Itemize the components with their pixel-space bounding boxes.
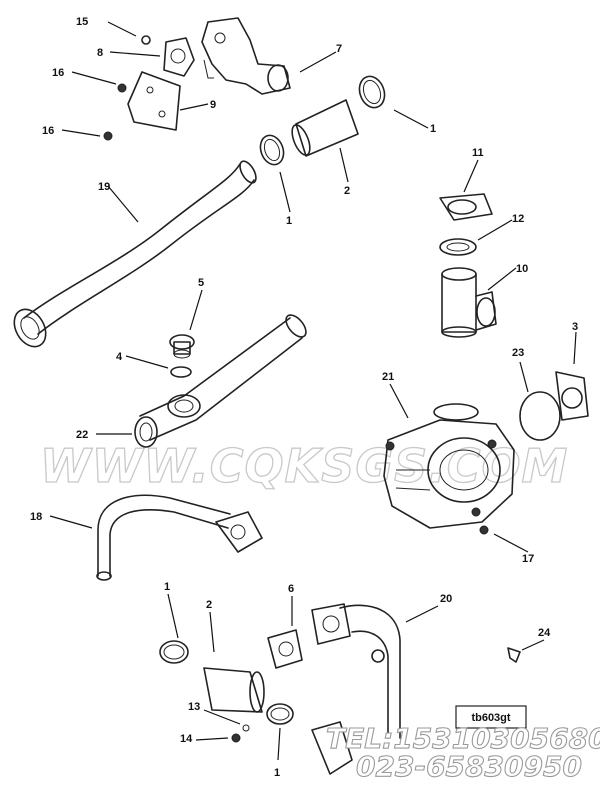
part-9-bracket [117, 71, 181, 131]
contact-tel: TEL:15310305680 [326, 722, 600, 755]
callout-23: 23 [512, 347, 524, 359]
callout-6: 6 [288, 583, 294, 595]
part-15-screw [141, 35, 151, 45]
figure-tag: tb603gt [455, 705, 527, 729]
part-3-flange-plate [555, 371, 589, 421]
part-2-hose-lower [203, 667, 265, 713]
callout-10: 10 [516, 263, 528, 275]
part-2-hose-top [291, 99, 359, 157]
callout-16-top: 16 [52, 67, 64, 79]
part-22-gasket [134, 416, 158, 448]
callout-19: 19 [98, 181, 110, 193]
callout-1-mid: 1 [286, 215, 292, 227]
callout-11: 11 [472, 147, 484, 159]
part-1-clamp-bottom [266, 703, 294, 725]
part-21-pump [383, 403, 515, 529]
part-6-gasket [267, 603, 351, 669]
part-10-tee [441, 267, 497, 338]
callout-2-lower: 2 [206, 599, 212, 611]
callout-7: 7 [336, 43, 342, 55]
callout-24: 24 [538, 627, 551, 639]
part-20-pipe [311, 604, 401, 775]
callout-16-low: 16 [42, 125, 54, 137]
callout-22: 22 [76, 429, 88, 441]
callout-3: 3 [572, 321, 578, 333]
part-19-pipe [13, 160, 257, 348]
part-1-clamp-mid [259, 134, 285, 166]
part-5-plug [169, 334, 195, 359]
part-12-seal-ring [439, 238, 477, 256]
callout-1-bottom: 1 [274, 767, 280, 779]
callout-2-top: 2 [344, 185, 350, 197]
leader-lines [49, 21, 577, 761]
callout-labels: 15 8 7 16 9 1 16 2 1 11 19 12 1 10 5 3 4… [30, 16, 578, 779]
figure-tag-label: tb603gt [471, 712, 510, 724]
part-pipe-branch [139, 314, 307, 441]
callout-1-top: 1 [430, 123, 436, 135]
part-16-screw [103, 131, 113, 141]
callout-1-lower: 1 [164, 581, 170, 593]
part-1-clamp-lower [159, 640, 189, 664]
callout-5: 5 [198, 277, 204, 289]
callout-18: 18 [30, 511, 42, 523]
callout-13: 13 [188, 701, 200, 713]
callout-20: 20 [440, 593, 452, 605]
part-17-screw [479, 525, 489, 535]
callout-8: 8 [97, 47, 103, 59]
part-23-gasket [519, 391, 561, 441]
part-8-gasket [163, 37, 195, 77]
callout-21: 21 [382, 371, 394, 383]
contact-phone: 023-65830950 [356, 750, 582, 783]
part-13-washer [242, 724, 250, 732]
part-14-screw [231, 733, 241, 743]
callout-17: 17 [522, 553, 534, 565]
part-1-clamp-top [358, 75, 386, 109]
part-4-o-ring [170, 366, 192, 378]
callout-15: 15 [76, 16, 88, 28]
part-11-flange [439, 193, 493, 221]
part-24-clip [507, 647, 521, 663]
callout-4: 4 [116, 351, 123, 363]
callout-14: 14 [180, 733, 193, 745]
callout-9: 9 [210, 99, 216, 111]
callout-12: 12 [512, 213, 524, 225]
part-7-elbow-housing [201, 17, 291, 95]
part-18-elbow-pipe [96, 494, 263, 581]
